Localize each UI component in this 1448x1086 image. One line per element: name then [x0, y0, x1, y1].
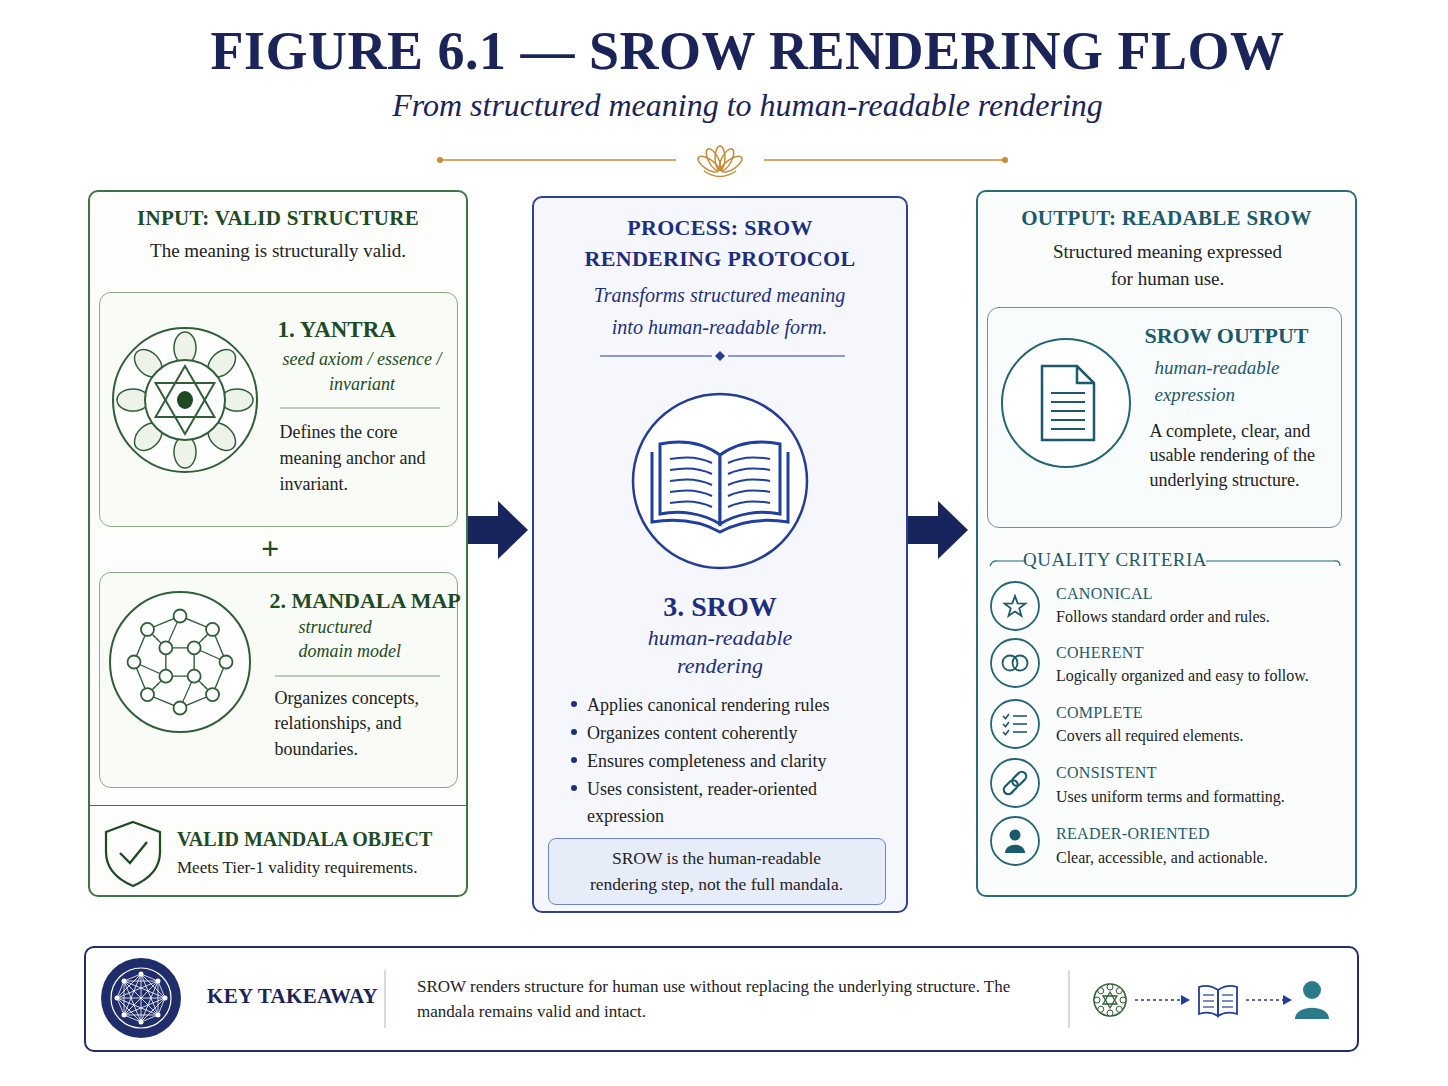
figure-title: FIGURE 6.1 — SROW RENDERING FLOW	[100, 16, 1395, 86]
criterion-name: CANONICAL	[1056, 584, 1346, 605]
block-arrow	[908, 501, 968, 559]
box-subtitle: seed axiom / essence / invariant	[280, 347, 445, 397]
output-box: SROW OUTPUT human-readable expression A co…	[987, 307, 1342, 528]
criterion-description: Logically organized and easy to follow.	[1056, 666, 1351, 687]
note-box: SROW is the human-readable rendering ste…	[548, 838, 886, 905]
yantra-box: 1. YANTRAseed axiom / essence / invarian…	[99, 292, 458, 527]
lotus-petal	[696, 153, 721, 175]
output-panel: OUTPUT: READABLE SROW Structured meaning …	[976, 190, 1357, 897]
criteria-heading: QUALITY CRITERIA	[1015, 548, 1215, 573]
criterion-description: Uses uniform terms and formatting.	[1056, 787, 1351, 808]
note-text: SROW is the human-readable rendering ste…	[581, 845, 853, 897]
criterion-name: COMPLETE	[1056, 703, 1346, 724]
arrow-shaft	[468, 516, 498, 544]
box-description: Organizes concepts, relationships, and b…	[275, 686, 453, 763]
band-heading: KEY TAKEAWAY	[207, 983, 382, 1010]
divider-line	[440, 159, 676, 161]
panel-subtitle: Structured meaning expressed for human u…	[1040, 238, 1295, 292]
criterion-description: Clear, accessible, and actionable.	[1056, 848, 1351, 869]
arrow-shaft	[908, 516, 938, 544]
bullet-item: Uses consistent, reader-oriented express…	[587, 776, 852, 830]
divider-line	[764, 159, 1005, 161]
arrow-head	[498, 501, 528, 559]
criterion-name: COHERENT	[1056, 643, 1346, 664]
lotus-petal	[715, 146, 725, 170]
criterion-name: CONSISTENT	[1056, 763, 1346, 784]
box-heading: SROW OUTPUT	[1145, 322, 1335, 351]
panel-subtitle: The meaning is structurally valid.	[88, 239, 468, 264]
panel-heading: INPUT: VALID STRUCTURE	[88, 205, 468, 232]
arrow-head	[938, 501, 968, 559]
divider-dot	[1002, 157, 1008, 163]
panel-heading: PROCESS: SROW RENDERING PROTOCOL	[570, 212, 870, 274]
panel-heading: OUTPUT: READABLE SROW	[976, 205, 1357, 232]
box-heading: 1. YANTRA	[278, 315, 453, 345]
criterion-name: READER-ORIENTED	[1056, 824, 1346, 845]
valid-object-band: VALID MANDALA OBJECT Meets Tier-1 validit…	[90, 805, 466, 895]
criterion-description: Covers all required elements.	[1056, 726, 1351, 747]
lotus-base	[704, 171, 736, 177]
box-description: Defines the core meaning anchor and inva…	[280, 419, 428, 497]
band-description: Meets Tier-1 validity requirements.	[177, 857, 462, 879]
box-subtitle: structured domain model	[299, 615, 424, 663]
lotus-petal	[719, 153, 744, 175]
lotus-petal	[703, 147, 723, 173]
bullet-item: Applies canonical rendering rules	[587, 692, 852, 719]
lotus-petal	[717, 147, 737, 173]
divider-dot	[437, 157, 443, 163]
band-heading: VALID MANDALA OBJECT	[177, 826, 462, 852]
step-subtitle: human-readable rendering	[620, 624, 820, 680]
panel-subtitle: Transforms structured meaning into human…	[577, 279, 862, 343]
bullet-item: Ensures completeness and clarity	[587, 748, 852, 775]
process-panel: PROCESS: SROW RENDERING PROTOCOLTransfor…	[532, 196, 908, 913]
band-description: SROW renders structure for human use wit…	[417, 974, 1057, 1024]
bullet-item: Organizes content coherently	[587, 720, 852, 747]
plus-sign: +	[258, 528, 282, 570]
box-heading: 2. MANDALA MAP	[270, 587, 460, 616]
figure-caption: From structured meaning to human-readabl…	[100, 85, 1395, 127]
step-heading: 3. SROW	[532, 589, 908, 625]
criterion-description: Follows standard order and rules.	[1056, 607, 1351, 628]
takeaway-band: KEY TAKEAWAY SROW renders structure for h…	[84, 946, 1359, 1052]
mandala-map-box: 2. MANDALA MAPstructured domain modelOrg…	[99, 572, 458, 788]
box-subtitle: human-readable expression	[1155, 354, 1315, 408]
block-arrow	[468, 501, 528, 559]
box-description: A complete, clear, and usable rendering …	[1150, 419, 1318, 493]
